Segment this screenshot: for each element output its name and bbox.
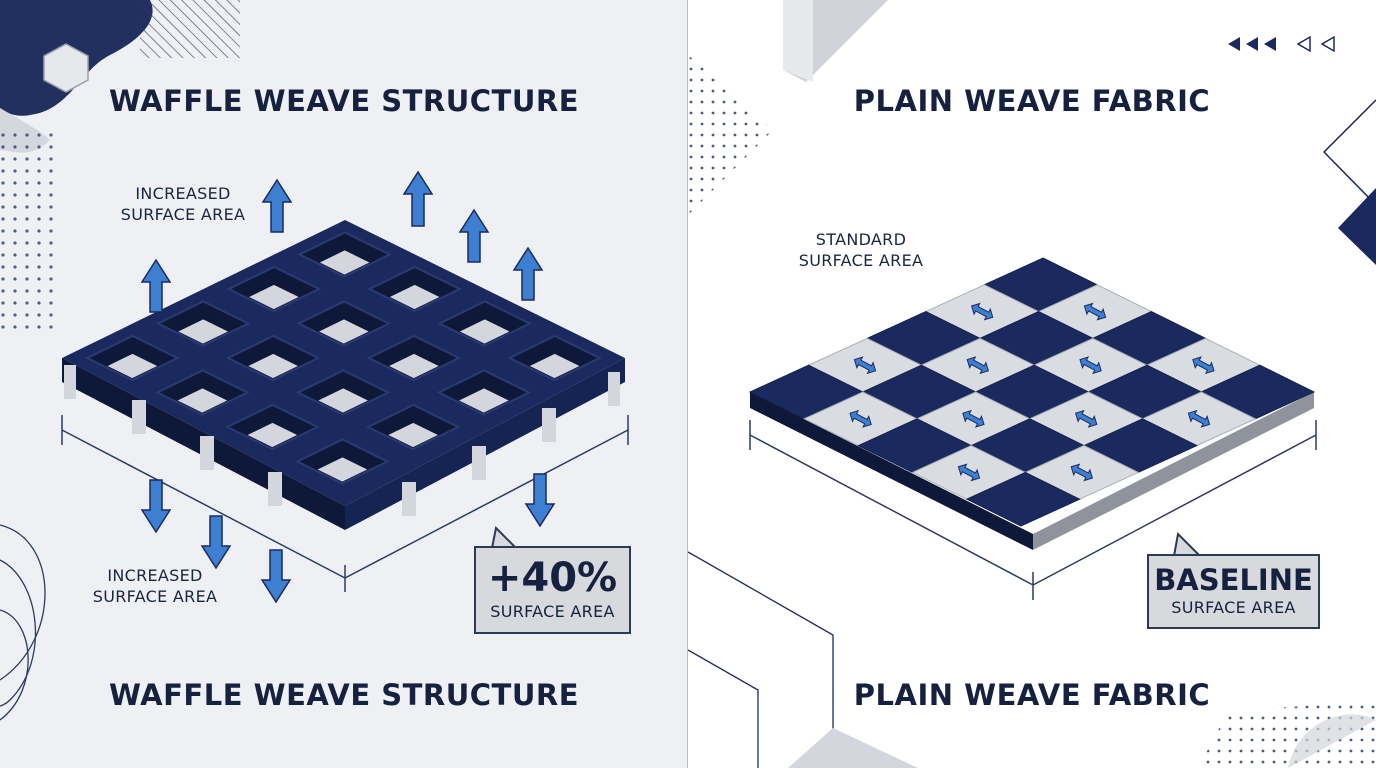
double-arrow-icon xyxy=(1187,409,1211,428)
right-decorations xyxy=(688,0,1376,768)
label-line: INCREASED xyxy=(135,184,231,203)
double-arrow-icon xyxy=(970,302,994,321)
double-arrow-icon xyxy=(962,409,985,428)
plain-weave-diagram xyxy=(748,257,1317,600)
plain-title-bottom: PLAIN WEAVE FABRIC xyxy=(853,678,1211,712)
chevron-row xyxy=(1228,35,1335,53)
double-arrow-icon xyxy=(1083,302,1107,321)
tile-arrows xyxy=(849,302,1215,482)
waffle-pocket-floor xyxy=(319,250,370,275)
waffle-pocket-floor xyxy=(178,319,228,344)
waffle-pocket-floor xyxy=(389,353,439,379)
double-arrow-icon xyxy=(1079,356,1102,375)
double-arrow-icon xyxy=(1074,409,1098,428)
hexagon-icon xyxy=(43,43,89,93)
label-line: SURFACE AREA xyxy=(92,587,218,606)
label-line: STANDARD xyxy=(815,230,907,249)
double-arrow-icon xyxy=(1192,356,1215,375)
waffle-pocket-floor xyxy=(317,457,368,482)
down-arrow-icon xyxy=(140,479,172,534)
up-arrow-icon xyxy=(402,170,434,227)
waffle-pocket-floor xyxy=(249,284,299,310)
up-arrows xyxy=(140,170,544,313)
plain-title-top: PLAIN WEAVE FABRIC xyxy=(853,84,1211,118)
plain-callout-box: BASELINE SURFACE AREA xyxy=(1147,554,1320,629)
plain-label: STANDARD SURFACE AREA xyxy=(786,229,936,271)
waffle-pocket-floor xyxy=(388,422,438,448)
chevron-left-icon xyxy=(1228,37,1240,51)
waffle-pocket-floor xyxy=(177,388,228,413)
waffle-cells xyxy=(85,231,602,485)
double-arrow-icon xyxy=(957,463,981,482)
down-arrow-icon xyxy=(260,549,292,604)
waffle-label-lower: INCREASED SURFACE AREA xyxy=(80,565,230,607)
double-arrow-icon xyxy=(853,356,877,375)
waffle-grid-diagram xyxy=(61,220,629,592)
left-decorations xyxy=(0,0,629,721)
weave-tile-dark xyxy=(965,471,1081,527)
waffle-pocket-floor xyxy=(247,422,298,448)
waffle-title-top: WAFFLE WEAVE STRUCTURE xyxy=(108,84,580,118)
callout-value: BASELINE xyxy=(1154,563,1313,597)
down-arrows xyxy=(140,473,556,604)
waffle-side-pillars xyxy=(64,365,620,516)
up-arrow-icon xyxy=(140,258,172,313)
waffle-pocket-floor xyxy=(459,388,509,413)
plain-weave-panel: PLAIN WEAVE FABRIC STANDARD SURFACE AREA… xyxy=(688,0,1376,768)
down-arrow-icon xyxy=(200,515,232,570)
waffle-pocket-floor xyxy=(389,284,440,310)
double-arrow-icon xyxy=(966,356,990,375)
callout-caption: SURFACE AREA xyxy=(490,602,615,621)
up-arrow-icon xyxy=(512,246,544,301)
waffle-title-bottom: WAFFLE WEAVE STRUCTURE xyxy=(108,678,580,712)
callout-value: +40% xyxy=(487,555,618,601)
chevron-left-icon xyxy=(1320,35,1335,53)
waffle-callout-box: +40% SURFACE AREA xyxy=(474,546,631,634)
chevron-left-icon xyxy=(1296,35,1311,53)
waffle-label-upper: INCREASED SURFACE AREA xyxy=(108,183,258,225)
waffle-pocket-floor xyxy=(107,353,158,379)
waffle-pocket-floor xyxy=(319,319,369,344)
waffle-pocket-floor xyxy=(248,353,298,379)
double-arrow-icon xyxy=(1070,463,1094,482)
callout-caption: SURFACE AREA xyxy=(1171,598,1296,617)
down-arrow-icon xyxy=(524,473,556,528)
chevron-left-icon xyxy=(1246,37,1258,51)
waffle-pocket-floor xyxy=(459,319,510,344)
chevron-left-icon xyxy=(1264,37,1276,51)
label-line: INCREASED xyxy=(107,566,203,585)
waffle-panel: WAFFLE WEAVE STRUCTURE INCREASED SURFACE… xyxy=(0,0,688,768)
label-line: SURFACE AREA xyxy=(798,251,924,270)
up-arrow-icon xyxy=(458,208,490,263)
waffle-pocket-floor xyxy=(529,353,580,379)
waffle-pocket-floor xyxy=(318,388,368,413)
label-line: SURFACE AREA xyxy=(120,205,246,224)
double-arrow-icon xyxy=(849,409,872,428)
up-arrow-icon xyxy=(261,178,293,233)
plain-weave-tiles xyxy=(748,257,1316,527)
